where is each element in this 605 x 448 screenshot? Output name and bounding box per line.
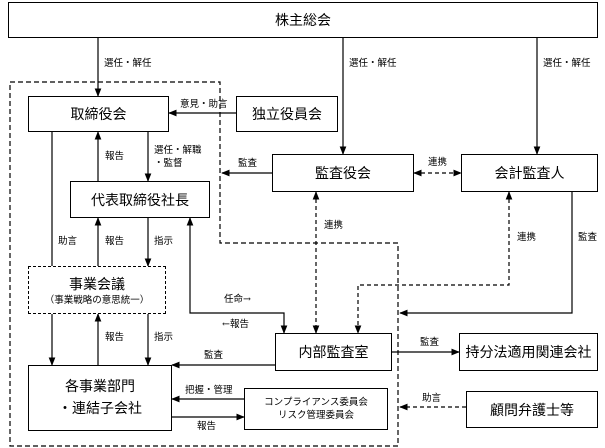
business-meeting-sub-label: （事業戦略の意思統一） [44, 294, 150, 306]
label-appoint-arrow: 任命→ [224, 294, 251, 305]
independent-box: 独立役員会 [236, 96, 338, 132]
label-appoint-dismiss-supervise-1: 選任・解職 [154, 145, 202, 156]
label-coop-accounting-internal: 連携 [517, 232, 537, 243]
business-meeting-label: 事業会議 [69, 276, 125, 293]
label-coop-audit-accounting: 連携 [428, 157, 448, 168]
accounting-auditor-box: 会計監査人 [461, 154, 598, 192]
label-instruct-meeting: 指示 [154, 236, 174, 247]
label-grasp-manage: 把握・管理 [185, 385, 233, 396]
arrow-accounting-internal-coop [354, 191, 513, 334]
label-report-to-meeting: 報告 [105, 332, 125, 343]
business-meeting-box: 事業会議 （事業戦略の意思統一） [28, 266, 166, 314]
independent-label: 独立役員会 [252, 107, 322, 123]
divisions-box: 各事業部門 ・連結子会社 [28, 365, 172, 431]
label-report-arrow: ←報告 [222, 319, 249, 330]
label-appoint-dismiss-accounting: 選任・解任 [543, 58, 591, 69]
shareholders-label: 株主総会 [275, 13, 331, 29]
label-audit-board-audit: 監査 [238, 158, 258, 169]
label-legal-advice: 助言 [422, 393, 442, 404]
equity-method-label: 持分法適用関連会社 [465, 345, 592, 361]
divisions-label-line2: ・連結子会社 [58, 401, 142, 417]
legal-counsel-box: 顧問弁護士等 [466, 391, 598, 428]
committee-box: コンプライアンス委員会 リスク管理委員会 [244, 388, 388, 430]
divisions-label-line1: 各事業部門 [65, 379, 135, 395]
legal-counsel-label: 顧問弁護士等 [490, 402, 574, 419]
accounting-auditor-label: 会計監査人 [494, 166, 565, 182]
label-appoint-dismiss-board: 選任・解任 [104, 58, 152, 69]
label-internal-audit: 監査 [204, 350, 224, 361]
president-box: 代表取締役社長 [70, 181, 210, 218]
label-internal-to-equity: 監査 [420, 337, 440, 348]
internal-audit-label: 内部監査室 [298, 345, 369, 361]
equity-method-box: 持分法適用関連会社 [459, 333, 598, 371]
president-label: 代表取締役社長 [91, 192, 189, 209]
label-appoint-dismiss-supervise-2: ・監督 [154, 158, 183, 169]
label-accounting-audit: 監査 [578, 232, 598, 243]
committee-label-line1: コンプライアンス委員会 [264, 397, 368, 408]
shareholders-box: 株主総会 [8, 2, 598, 38]
label-appoint-dismiss-audit: 選任・解任 [349, 58, 397, 69]
label-coop-audit-internal: 連携 [324, 220, 344, 231]
board-box: 取締役会 [28, 96, 169, 132]
arrow-president-internal [186, 217, 288, 334]
label-opinion-advice: 意見・助言 [180, 99, 228, 110]
board-label: 取締役会 [70, 107, 127, 123]
committee-label-line2: リスク管理委員会 [277, 410, 354, 421]
arrow-accounting-audit [399, 192, 573, 317]
label-report-to-board: 報告 [105, 151, 125, 162]
label-report-to-president: 報告 [105, 236, 125, 247]
label-instruct-divisions: 指示 [154, 332, 174, 343]
audit-board-box: 監査役会 [272, 154, 414, 192]
label-report-committee: 報告 [197, 421, 217, 432]
audit-board-label: 監査役会 [315, 166, 371, 182]
internal-audit-box: 内部監査室 [275, 333, 392, 371]
label-advice-board-divisions: 助言 [58, 236, 78, 247]
